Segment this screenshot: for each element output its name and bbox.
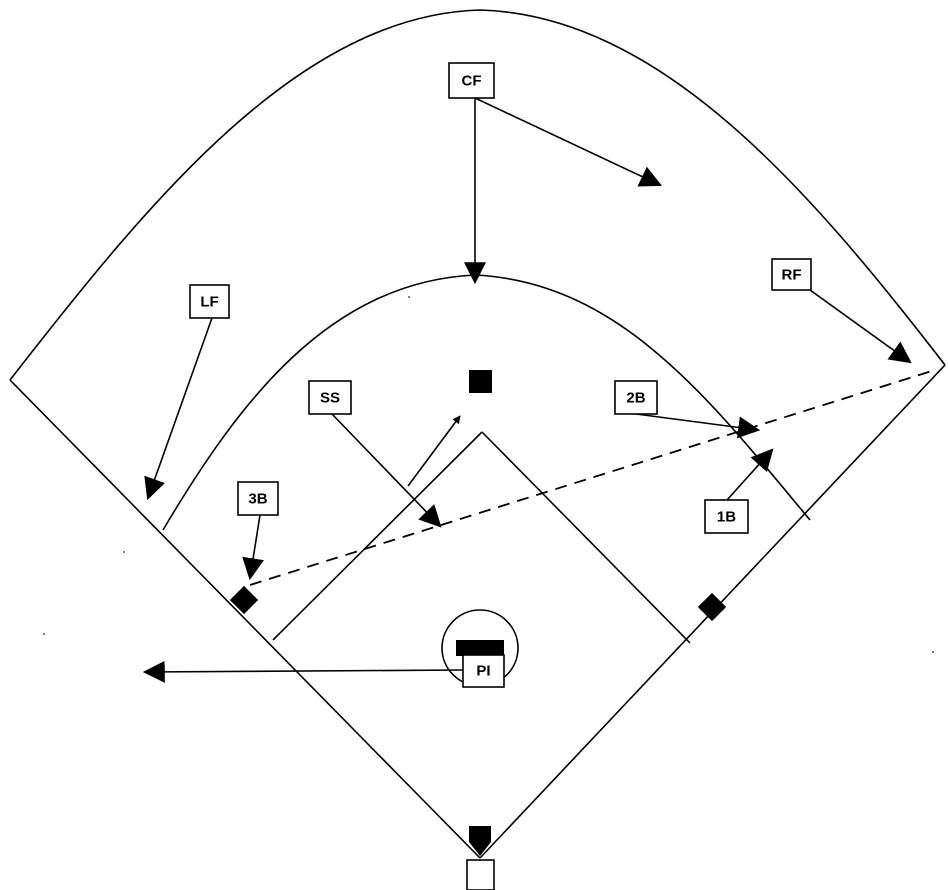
label-rf: RF xyxy=(771,258,812,291)
label-pi: PI xyxy=(462,654,505,688)
third-base xyxy=(229,585,259,615)
label-3b: 3B xyxy=(237,481,279,516)
label-2b: 2B xyxy=(614,380,658,415)
label-pi-text: PI xyxy=(476,663,490,680)
label-1b-text: 1B xyxy=(717,509,736,526)
third-base-arrow xyxy=(242,514,264,581)
first-base xyxy=(697,592,727,622)
first-base-arrow xyxy=(726,448,774,501)
pitchers-rubber xyxy=(456,640,504,656)
pitcher-arrow xyxy=(142,660,464,683)
label-ss-text: SS xyxy=(320,390,340,407)
left-foul-line xyxy=(9,379,481,859)
throw-arrow xyxy=(407,415,461,487)
ss-arrow xyxy=(331,413,442,528)
scan-speck xyxy=(932,651,934,653)
label-cf-text: CF xyxy=(462,73,482,90)
label-rf-text: RF xyxy=(782,267,802,284)
second-base xyxy=(469,370,492,393)
second-base-arrow xyxy=(635,413,761,439)
label-cf: CF xyxy=(448,62,495,99)
scan-speck xyxy=(408,296,410,298)
rf-arrow xyxy=(809,289,912,364)
label-lf-text: LF xyxy=(200,294,218,311)
cf-arrow-right xyxy=(474,97,662,187)
outfield-fence xyxy=(9,9,946,381)
infield-diamond-left xyxy=(272,431,483,641)
catcher-box xyxy=(466,859,495,890)
label-lf: LF xyxy=(189,284,230,319)
label-2b-text: 2B xyxy=(626,390,645,407)
home-plate xyxy=(469,826,491,856)
relay-dashed-line xyxy=(249,369,936,586)
scan-speck xyxy=(123,551,125,553)
label-1b: 1B xyxy=(704,499,749,534)
label-3b-text: 3B xyxy=(248,491,267,508)
lf-arrow xyxy=(144,317,213,501)
label-ss: SS xyxy=(308,380,352,415)
scan-speck xyxy=(43,633,45,635)
infield-diamond-right xyxy=(481,431,691,644)
